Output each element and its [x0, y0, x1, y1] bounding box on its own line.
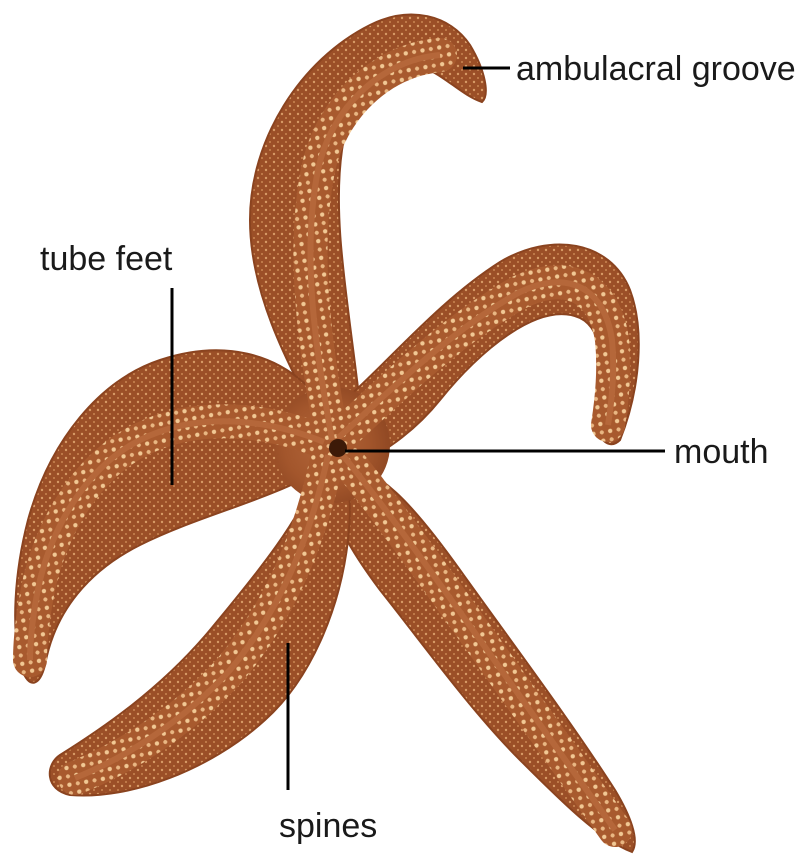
label-ambulacral-groove: ambulacral groove [516, 50, 796, 88]
label-tube-feet: tube feet [40, 240, 173, 278]
mouth-opening [329, 439, 347, 457]
label-mouth: mouth [674, 433, 769, 471]
ambulacral-grooves [30, 55, 615, 830]
groove-line-lower-right [340, 452, 615, 830]
label-spines: spines [279, 807, 377, 845]
